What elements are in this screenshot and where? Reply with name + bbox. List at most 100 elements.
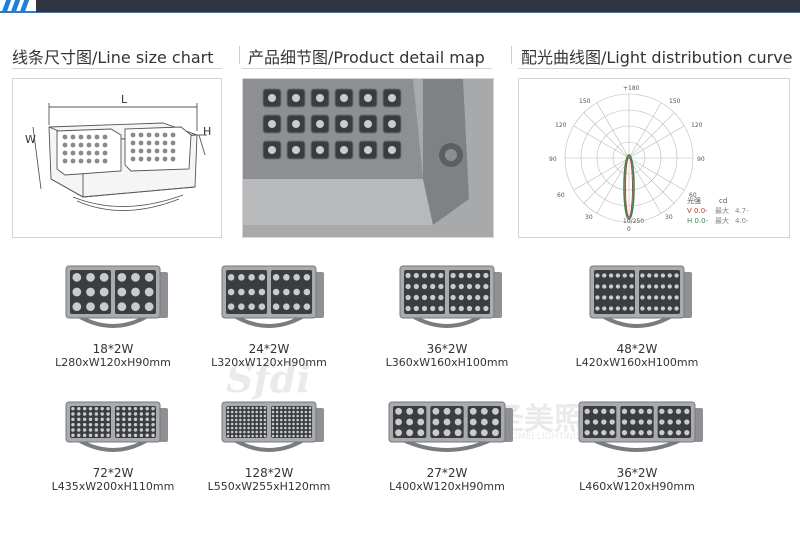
led-lens bbox=[82, 412, 87, 416]
led-lens bbox=[247, 434, 250, 438]
led-lens bbox=[421, 283, 428, 290]
product-detail-panel bbox=[242, 78, 494, 238]
led-lens bbox=[234, 414, 238, 418]
line-size-chart-panel: L W H bbox=[12, 78, 222, 238]
led-lens bbox=[667, 408, 673, 414]
led-lens bbox=[122, 428, 126, 432]
led-lens bbox=[127, 412, 132, 416]
led-lens bbox=[247, 410, 250, 414]
led-lens bbox=[684, 408, 690, 414]
led-lens bbox=[660, 306, 666, 311]
led-lens bbox=[609, 419, 615, 425]
led-lens bbox=[99, 272, 109, 282]
led-lens bbox=[259, 430, 263, 434]
led-lens bbox=[116, 406, 120, 411]
led-lens bbox=[255, 434, 259, 438]
led-lens bbox=[117, 272, 127, 282]
led-lens bbox=[630, 419, 636, 425]
led-lens bbox=[432, 418, 440, 426]
led-lens bbox=[82, 428, 87, 432]
led-lens bbox=[284, 418, 287, 422]
led-lens bbox=[601, 408, 607, 414]
led-lens bbox=[667, 295, 672, 300]
led-lens bbox=[226, 434, 230, 438]
led-lens bbox=[646, 430, 653, 436]
led-lens bbox=[117, 287, 127, 297]
led-lens bbox=[230, 434, 234, 438]
led-lens bbox=[483, 305, 489, 312]
polar-angle-label: 120 bbox=[691, 122, 703, 129]
led-lens bbox=[674, 295, 679, 300]
led-lens bbox=[483, 283, 489, 290]
led-lens bbox=[230, 418, 234, 422]
led-lens bbox=[293, 288, 300, 296]
product-size: L360xW160xH100mm bbox=[385, 356, 509, 369]
led-lens bbox=[602, 284, 607, 289]
led-lens bbox=[629, 273, 634, 278]
led-lens bbox=[122, 417, 126, 422]
led-lens bbox=[288, 414, 291, 418]
led-lens bbox=[127, 422, 132, 427]
led-lens bbox=[133, 412, 138, 416]
section-divider bbox=[239, 46, 240, 64]
led-lens bbox=[438, 294, 444, 301]
floodlight-image bbox=[578, 401, 703, 452]
led-lens bbox=[674, 273, 679, 278]
polar-angle-label: 60 bbox=[557, 192, 565, 199]
led-lens bbox=[417, 429, 425, 437]
led-lens bbox=[466, 283, 473, 290]
led-lens bbox=[304, 406, 308, 410]
led-lens bbox=[675, 430, 682, 436]
led-lens bbox=[304, 414, 308, 418]
led-lens bbox=[230, 430, 234, 434]
led-lens bbox=[592, 430, 599, 436]
led-lens bbox=[469, 407, 477, 415]
led-lens bbox=[417, 407, 425, 415]
led-lens bbox=[296, 434, 299, 438]
led-lens bbox=[77, 406, 81, 411]
led-lens bbox=[247, 426, 250, 430]
led-lens bbox=[133, 433, 138, 438]
led-lens bbox=[139, 428, 144, 432]
floodlight-image bbox=[65, 401, 168, 452]
led-lens bbox=[263, 418, 267, 422]
led-lens bbox=[259, 426, 263, 430]
led-lens bbox=[227, 274, 235, 281]
led-lens bbox=[592, 419, 599, 425]
led-lens bbox=[406, 429, 414, 437]
led-lens bbox=[475, 305, 481, 312]
led-lens bbox=[133, 428, 138, 432]
led-lens bbox=[271, 418, 275, 422]
led-lens bbox=[675, 408, 682, 414]
led-lens bbox=[226, 422, 230, 426]
led-lens bbox=[296, 410, 299, 414]
led-lens bbox=[667, 273, 672, 278]
led-lens bbox=[284, 430, 287, 434]
led-lens bbox=[300, 418, 304, 422]
led-lens bbox=[646, 419, 653, 425]
led-lens bbox=[71, 422, 75, 427]
led-lens bbox=[296, 430, 299, 434]
led-lens bbox=[492, 407, 499, 415]
led-lens bbox=[234, 422, 238, 426]
led-lens bbox=[116, 428, 120, 432]
polar-angle-label: 150 bbox=[579, 98, 591, 105]
led-module bbox=[226, 406, 267, 438]
led-lens bbox=[99, 287, 109, 297]
led-lens bbox=[466, 272, 473, 279]
floodlight-image bbox=[221, 401, 324, 452]
led-lens bbox=[454, 418, 462, 426]
led-lens bbox=[660, 273, 666, 278]
led-lens bbox=[308, 430, 312, 434]
product-card: 48*2W L420xW160xH100mm bbox=[552, 264, 722, 369]
led-lens bbox=[395, 418, 402, 426]
legend-v-value: 4.7- bbox=[735, 207, 749, 215]
led-lens bbox=[592, 408, 599, 414]
led-lens bbox=[239, 414, 242, 418]
led-lens bbox=[300, 414, 304, 418]
led-lens bbox=[122, 422, 126, 427]
led-lens bbox=[300, 410, 304, 414]
led-module bbox=[583, 406, 617, 438]
polar-angle-label: 90 bbox=[697, 156, 705, 163]
polar-curve-v bbox=[625, 156, 633, 218]
